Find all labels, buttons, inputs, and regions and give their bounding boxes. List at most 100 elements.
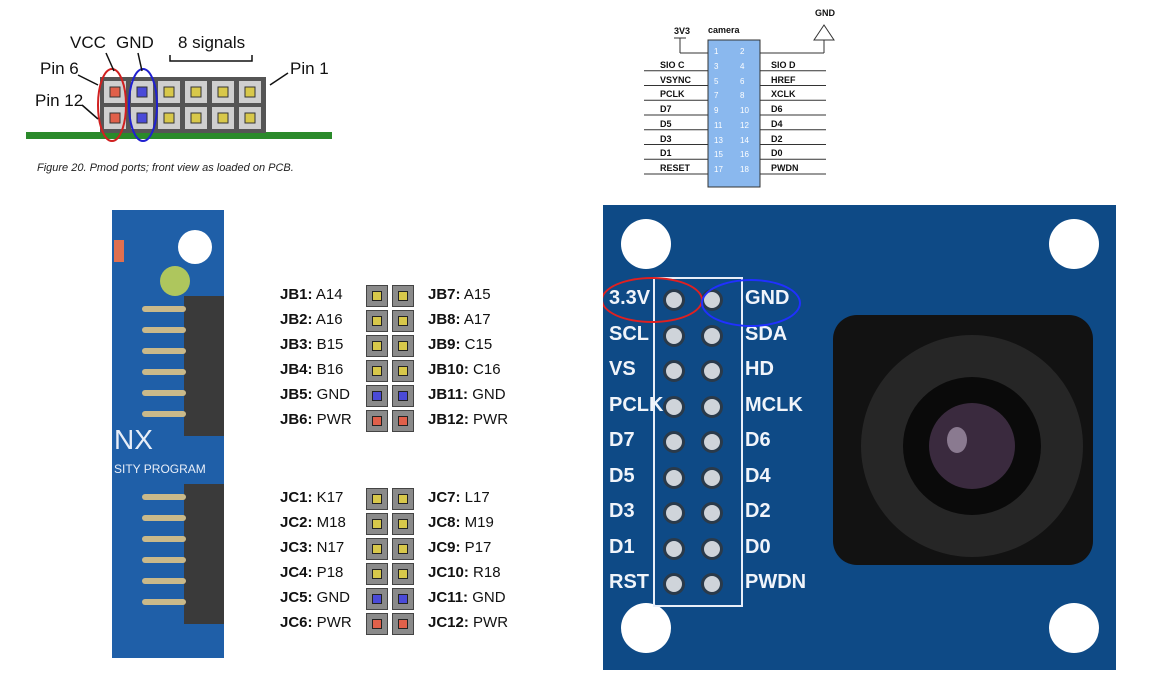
- pin1-arrow: [269, 72, 289, 86]
- pinmap-pin-pad: [398, 291, 408, 301]
- pmod-pin6-label: Pin 6: [40, 59, 79, 78]
- camera-3v3-highlight: [603, 277, 703, 323]
- pinmap-pin-socket: [392, 563, 414, 585]
- board-pin: [142, 557, 186, 563]
- pinmap-pin-socket: [392, 335, 414, 357]
- pinmap-pin-pad: [372, 391, 382, 401]
- pinmap-pin-pad: [398, 619, 408, 629]
- pinmap-pin-pad: [372, 569, 382, 579]
- pinmap-right-entry: JB12: PWR: [428, 411, 508, 428]
- pinmap-right-name: JC9:: [428, 539, 461, 556]
- pinmap-right-entry: JB9: C15: [428, 336, 492, 353]
- pmod-port-svg: [26, 52, 332, 142]
- lens-reflection: [947, 427, 967, 453]
- camera-right-label: D6: [745, 429, 771, 451]
- pinmap-pin-pad: [372, 316, 382, 326]
- camera-pin: [663, 395, 685, 418]
- vcc-arrow: [105, 52, 115, 72]
- gnd-symbol: [813, 24, 835, 41]
- jb-connector-housing: [184, 296, 224, 436]
- pinmap-left-name: JB1:: [280, 286, 313, 303]
- pinmap-left-name: JC5:: [280, 589, 313, 606]
- pin12-arrow: [81, 104, 99, 120]
- pinmap-pin-pad: [372, 416, 382, 426]
- pmod-gnd-label: GND: [116, 33, 154, 52]
- pinmap-pin-socket: [366, 360, 388, 382]
- schematic-pin-number: 18: [740, 165, 749, 174]
- camera-pin: [663, 502, 685, 524]
- schematic-left-label: SIO C: [660, 59, 685, 70]
- pin6-arrow: [77, 74, 99, 86]
- schematic-right-label: XCLK: [771, 89, 796, 100]
- pinmap-left-entry: JB4: B16: [280, 361, 343, 378]
- pmod-pin-pad: [244, 86, 256, 98]
- pinmap-pin-pad: [398, 391, 408, 401]
- pinmap-pin-pad: [398, 544, 408, 554]
- pinmap-right-value: C16: [468, 361, 501, 378]
- board-pin: [142, 536, 186, 542]
- camera-gnd-highlight: [701, 279, 801, 327]
- pinmap-right-entry: JC10: R18: [428, 564, 501, 581]
- pinmap-left-entry: JC6: PWR: [280, 614, 352, 631]
- gnd-arrow: [137, 52, 143, 72]
- board-pin: [142, 306, 186, 312]
- pinmap-right-entry: JC7: L17: [428, 489, 490, 506]
- pinmap-pin-socket: [366, 410, 388, 432]
- pinmap-pin-pad: [398, 519, 408, 529]
- pinmap-pin-pad: [398, 366, 408, 376]
- camera-right-label: D2: [745, 500, 771, 522]
- pinmap-left-name: JC3:: [280, 539, 313, 556]
- pinmap-pin-socket: [366, 488, 388, 510]
- pinmap-pin-socket: [392, 613, 414, 635]
- pmod-pin-pad: [190, 112, 202, 124]
- figure-caption: Figure 20. Pmod ports; front view as loa…: [37, 162, 294, 174]
- camera-left-label: RST: [609, 571, 649, 593]
- pinmap-pin-pad: [372, 544, 382, 554]
- camera-left-label: SCL: [609, 322, 649, 345]
- pinmap-left-entry: JC1: K17: [280, 489, 343, 506]
- schematic-right-label: D4: [771, 118, 783, 129]
- schematic-pin-number: 13: [714, 135, 723, 145]
- schematic-pin-number: 7: [714, 91, 719, 101]
- pinmap-pin-socket: [366, 335, 388, 357]
- board-pin: [142, 599, 186, 605]
- camera-pin: [701, 431, 723, 453]
- pinmap-pin-socket: [392, 285, 414, 307]
- schematic-right-label: PWDN: [771, 163, 799, 173]
- pinmap-pin-socket: [366, 588, 388, 610]
- pinmap-pin-pad: [372, 594, 382, 604]
- camera-pin: [663, 537, 685, 560]
- pinmap-pin-socket: [392, 360, 414, 382]
- pinmap-pin-socket: [366, 310, 388, 332]
- pinmap-right-name: JB10:: [428, 361, 469, 378]
- schematic-left-label: D7: [660, 104, 672, 114]
- camera-pin: [701, 502, 723, 524]
- pinmap-right-value: GND: [468, 589, 506, 606]
- pinmap-right-name: JB7:: [428, 286, 461, 303]
- pinmap-right-entry: JC12: PWR: [428, 614, 508, 631]
- camera-pin: [701, 466, 723, 489]
- schematic-pin-number: 12: [740, 120, 749, 130]
- pinmap-left-name: JB5:: [280, 386, 313, 403]
- board-pin: [142, 327, 186, 333]
- pinmap-pin-socket: [366, 538, 388, 560]
- schematic-vcc-label: 3V3: [674, 26, 691, 36]
- pinmap-left-entry: JB3: B15: [280, 336, 343, 353]
- schematic-pin-number: 8: [740, 91, 745, 101]
- pmod-pin-pad: [109, 86, 121, 98]
- pinmap-pin-socket: [392, 385, 414, 407]
- pinmap-left-entry: JB6: PWR: [280, 411, 352, 428]
- mount-hole-bl: [621, 603, 671, 653]
- pinmap-left-entry: JC3: N17: [280, 539, 344, 556]
- pinmap-right-value: PWR: [468, 614, 509, 631]
- pinmap-pin-socket: [366, 385, 388, 407]
- pinmap-right-name: JB12:: [428, 411, 469, 428]
- camera-pin: [663, 431, 685, 453]
- pinmap-right-value: L17: [460, 489, 490, 506]
- header-outline: [653, 277, 743, 607]
- pmod-pin-pad: [136, 86, 148, 98]
- pinmap-left-value: P18: [312, 564, 344, 581]
- pmod-port-figure: VCC GND 8 signals Pin 6 Pin 1 Pin 12: [20, 25, 340, 150]
- schematic-left-label: D1: [660, 148, 672, 159]
- mount-hole-br: [1049, 603, 1099, 653]
